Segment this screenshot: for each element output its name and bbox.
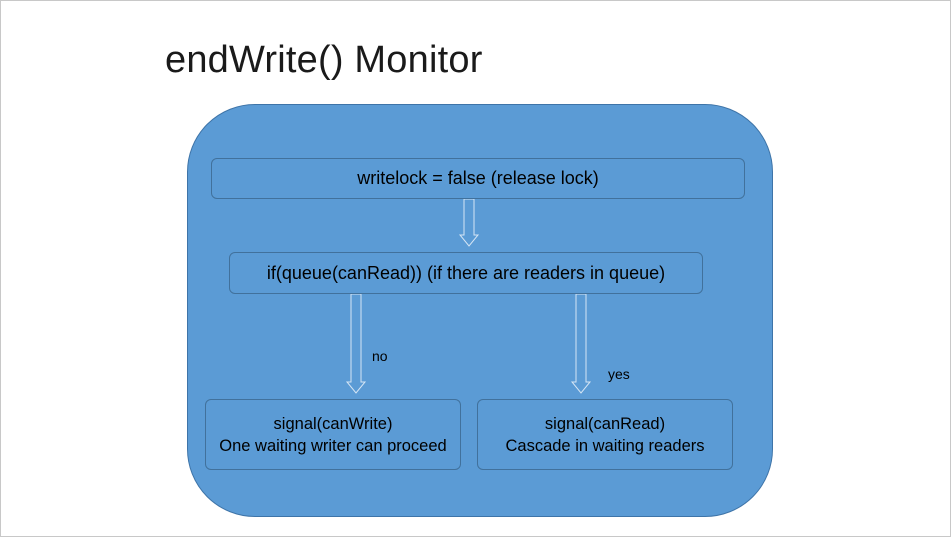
signal-canread-description: Cascade in waiting readers <box>505 436 705 455</box>
yes-branch-label: yes <box>608 366 630 382</box>
release-lock-step: writelock = false (release lock) <box>211 158 745 199</box>
signal-canwrite-step: signal(canWrite) One waiting writer can … <box>205 399 461 470</box>
arrow-no-branch <box>345 294 367 394</box>
condition-text: if(queue(canRead)) (if there are readers… <box>266 262 666 283</box>
signal-canread-text: signal(canRead) <box>544 414 666 433</box>
arrow-yes-branch <box>570 294 592 394</box>
arrow-release-to-condition <box>458 199 480 247</box>
slide-title: endWrite() Monitor <box>165 39 483 81</box>
signal-canwrite-text: signal(canWrite) <box>273 414 393 433</box>
signal-canread-step: signal(canRead) Cascade in waiting reade… <box>477 399 733 470</box>
condition-step: if(queue(canRead)) (if there are readers… <box>229 252 703 294</box>
no-branch-label: no <box>372 348 388 364</box>
release-lock-text: writelock = false (release lock) <box>357 168 599 188</box>
signal-canwrite-description: One waiting writer can proceed <box>219 436 447 455</box>
